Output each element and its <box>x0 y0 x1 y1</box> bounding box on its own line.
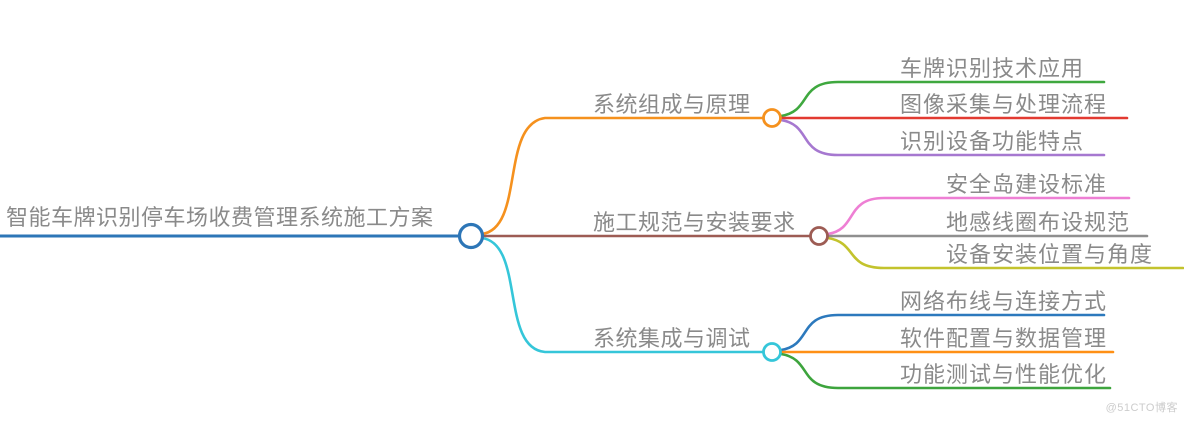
subnode-1-3-label[interactable]: 识别设备功能特点 <box>900 129 1085 154</box>
subnode-2-3-connector <box>826 236 1184 270</box>
branch-3-node-handle[interactable] <box>762 342 782 362</box>
subnode-1-2-label[interactable]: 图像采集与处理流程 <box>900 92 1108 117</box>
subnode-3-1-connector <box>779 313 1106 352</box>
branch-2-label[interactable]: 施工规范与安装要求 <box>593 210 796 235</box>
subnode-3-2-label[interactable]: 软件配置与数据管理 <box>900 326 1108 351</box>
subnode-3-3-label[interactable]: 功能测试与性能优化 <box>900 362 1108 387</box>
branch-2-node-handle[interactable] <box>809 226 829 246</box>
subnode-1-3-connector <box>779 118 1106 157</box>
root-node-label[interactable]: 智能车牌识别停车场收费管理系统施工方案 <box>6 205 434 230</box>
subnode-1-1-connector <box>779 80 1106 118</box>
subnode-2-1-label[interactable]: 安全岛建设标准 <box>946 172 1108 197</box>
subnode-3-3-connector <box>779 352 1112 390</box>
branch-1-node-handle[interactable] <box>762 108 782 128</box>
branch-3-connector <box>480 236 765 354</box>
subnode-2-2-label[interactable]: 地感线圈布设规范 <box>946 210 1131 235</box>
watermark: @51CTO博客 <box>1105 402 1178 414</box>
root-node-handle[interactable] <box>457 222 485 250</box>
subnode-1-1-label[interactable]: 车牌识别技术应用 <box>900 56 1085 81</box>
subnode-2-3-label[interactable]: 设备安装位置与角度 <box>946 242 1154 267</box>
branch-1-connector <box>480 116 765 236</box>
subnode-3-1-label[interactable]: 网络布线与连接方式 <box>900 289 1108 314</box>
subnode-2-1-connector <box>826 196 1131 236</box>
branch-3-label[interactable]: 系统集成与调试 <box>593 326 751 351</box>
branch-1-label[interactable]: 系统组成与原理 <box>593 92 751 117</box>
